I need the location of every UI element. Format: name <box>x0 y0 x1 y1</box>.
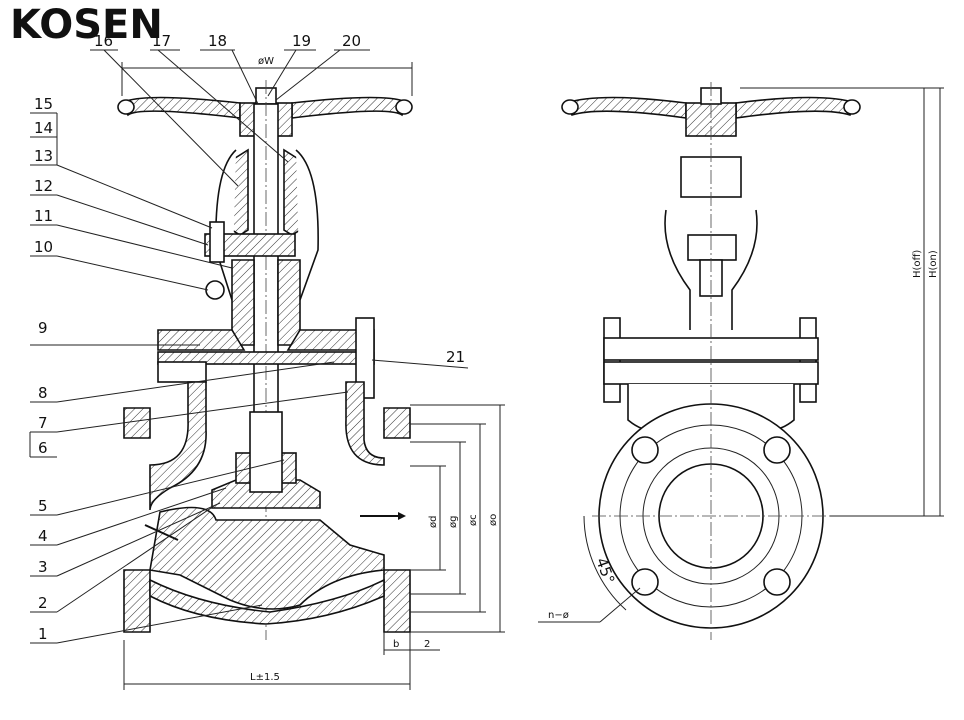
dim-bore: ød <box>428 516 439 528</box>
part-label-18: 18 <box>208 32 227 50</box>
part-label-17: 17 <box>152 32 171 50</box>
part-label-1: 1 <box>38 625 48 643</box>
part-label-11: 11 <box>34 207 53 225</box>
part-label-4: 4 <box>38 527 48 545</box>
dim-bolt-circle: øc <box>468 514 479 526</box>
dim-height-off: H(off) <box>912 250 923 278</box>
part-labels: 15 14 13 12 11 10 9 8 7 6 5 4 3 2 1 16 1… <box>34 32 465 643</box>
part-label-2: 2 <box>38 594 48 612</box>
part-label-6: 6 <box>38 439 48 457</box>
dim-bolt-holes: n−ø <box>548 610 569 621</box>
brand-logo: KOSEN <box>10 2 163 48</box>
part-label-12: 12 <box>34 177 53 195</box>
dim-flange-od: øo <box>488 514 499 526</box>
section-view <box>117 62 505 690</box>
side-view <box>538 82 944 640</box>
dimension-labels: øW L±1.5 b 2 ød øg øc øo H(off) H(on) n−… <box>250 56 939 683</box>
part-label-16: 16 <box>94 32 113 50</box>
handwheel-left <box>117 87 413 137</box>
part-label-10: 10 <box>34 238 53 256</box>
part-label-7: 7 <box>38 414 48 432</box>
part-label-9: 9 <box>38 319 48 337</box>
dim-flange-thickness: b <box>393 639 399 650</box>
valve-body-left <box>123 381 411 633</box>
part-label-8: 8 <box>38 384 48 402</box>
part-label-15: 15 <box>34 95 53 113</box>
part-label-3: 3 <box>38 558 48 576</box>
dim-height-on: H(on) <box>928 250 939 278</box>
part-label-14: 14 <box>34 119 53 137</box>
part-label-13: 13 <box>34 147 53 165</box>
dim-handwheel-dia: øW <box>258 56 274 67</box>
part-label-21: 21 <box>446 348 465 366</box>
part-label-5: 5 <box>38 497 48 515</box>
dim-length: L±1.5 <box>250 672 280 683</box>
dim-raised-face: 2 <box>424 639 430 650</box>
part-label-20: 20 <box>342 32 361 50</box>
leader-lines <box>29 49 469 644</box>
part-label-19: 19 <box>292 32 311 50</box>
dim-raised-face-dia: øg <box>448 516 459 528</box>
